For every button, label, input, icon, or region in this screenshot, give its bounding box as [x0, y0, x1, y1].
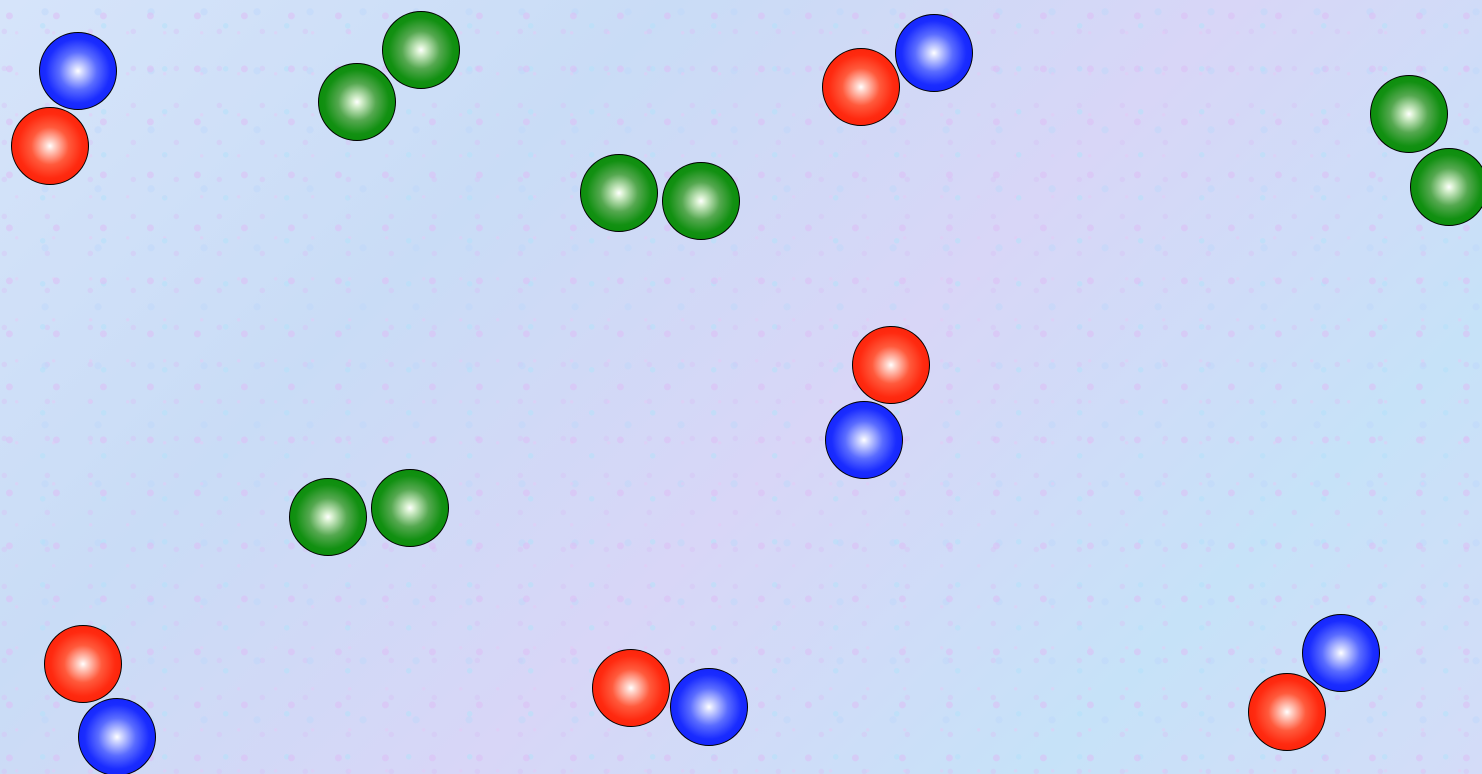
blue-atom[interactable]	[670, 668, 748, 746]
red-atom[interactable]	[44, 625, 122, 703]
red-atom[interactable]	[592, 649, 670, 727]
green-atom[interactable]	[662, 162, 740, 240]
green-atom[interactable]	[1370, 75, 1448, 153]
green-atom[interactable]	[289, 478, 367, 556]
red-atom[interactable]	[852, 326, 930, 404]
blue-atom[interactable]	[1302, 614, 1380, 692]
green-atom[interactable]	[580, 154, 658, 232]
red-atom[interactable]	[11, 107, 89, 185]
green-atom[interactable]	[318, 63, 396, 141]
green-atom[interactable]	[1410, 148, 1482, 226]
red-atom[interactable]	[822, 48, 900, 126]
blue-atom[interactable]	[825, 401, 903, 479]
blue-atom[interactable]	[78, 698, 156, 774]
green-atom[interactable]	[382, 11, 460, 89]
green-atom[interactable]	[371, 469, 449, 547]
red-atom[interactable]	[1248, 673, 1326, 751]
blue-atom[interactable]	[895, 14, 973, 92]
blue-atom[interactable]	[39, 32, 117, 110]
